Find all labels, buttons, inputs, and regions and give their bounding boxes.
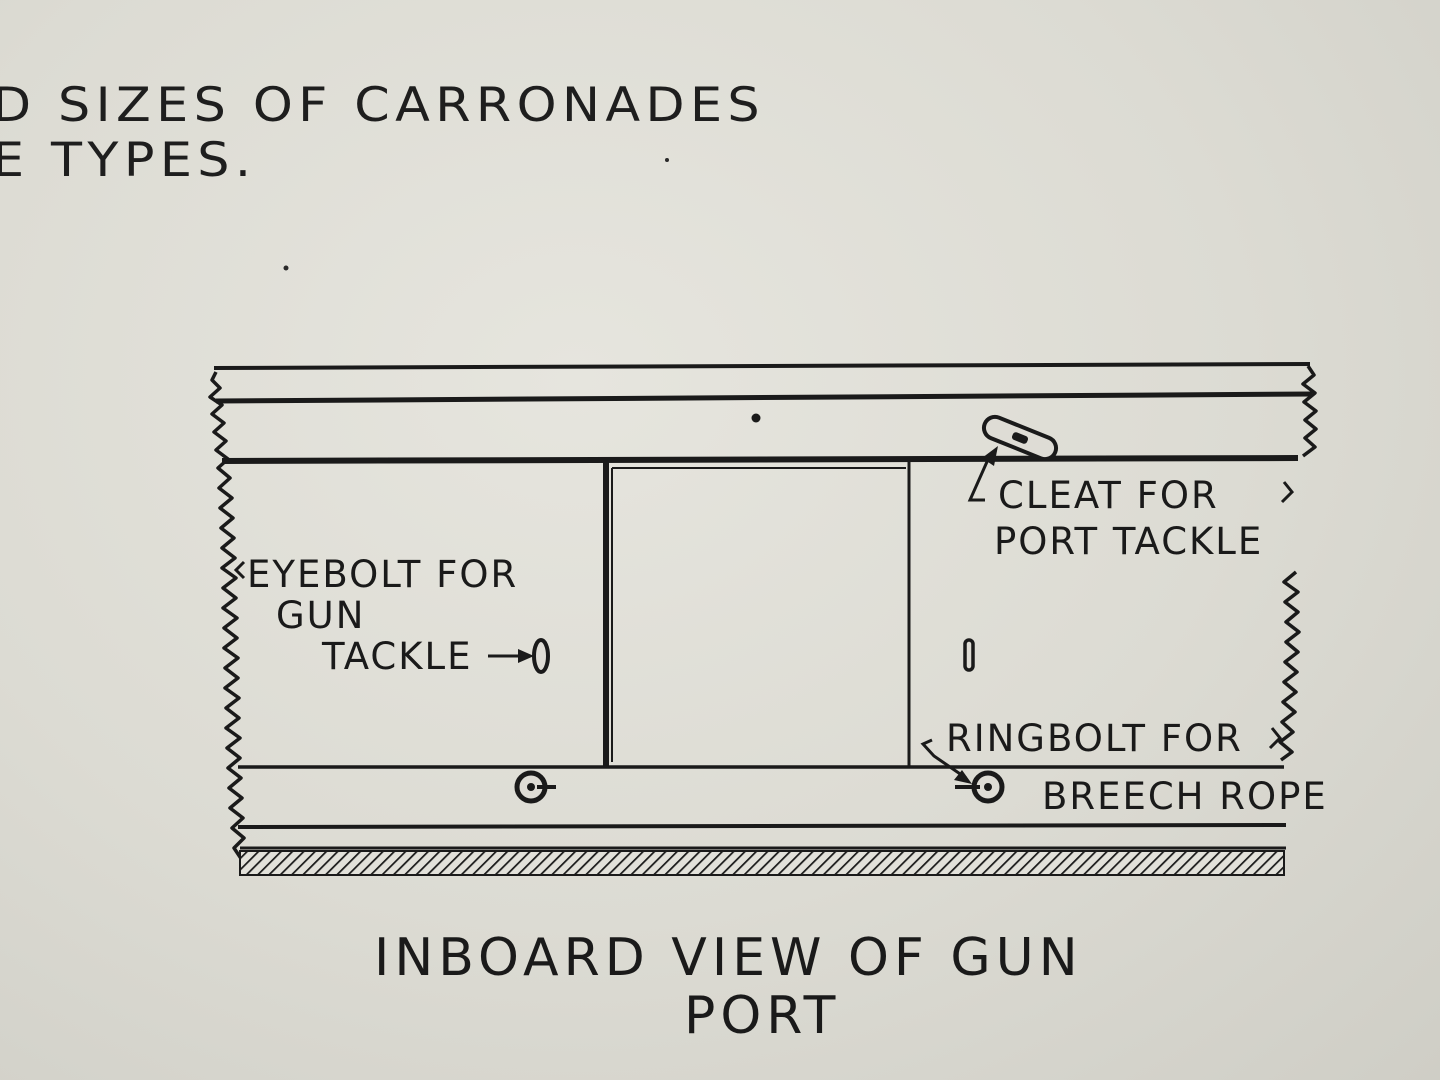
eyebolt-label-brace (233, 560, 246, 580)
bolt-slot-icon (963, 638, 975, 672)
top-plank-line (213, 362, 1311, 370)
right-broken-edge (1301, 365, 1318, 458)
cleat-leader-line (967, 454, 992, 502)
paper-speck (283, 265, 289, 271)
eyebolt-label-line-3: TACKLE (322, 635, 473, 678)
upper-sill-line (221, 455, 1299, 464)
deck-hatching (239, 850, 1285, 876)
eyebolt-label-line-2: GUN (276, 594, 366, 637)
eyebolt-icon (532, 638, 550, 674)
ringbolt-leader-line (920, 738, 967, 780)
top-plank-line-2 (215, 391, 1313, 404)
heading-line-1: D SIZES OF CARRONADES (0, 78, 766, 133)
left-broken-edge (208, 371, 246, 861)
right-broken-edge-lower (1278, 570, 1301, 762)
caption-line-2: PORT (684, 986, 841, 1046)
ringbolt-left-icon (514, 770, 556, 804)
heading-line-2: E TYPES. (0, 133, 257, 188)
ringbolt-arrowhead (954, 770, 972, 784)
ringbolt-label-line-1: RINGBOLT FOR (946, 717, 1243, 760)
ringbolt-label-line-2: BREECH ROPE (1042, 775, 1328, 818)
cleat-label-brace (1280, 481, 1295, 504)
eyebolt-arrowhead (518, 649, 534, 663)
caption-line-1: INBOARD VIEW OF GUN (374, 928, 1083, 988)
cleat-label-line-2: PORT TACKLE (994, 520, 1264, 563)
cleat-arrowhead (982, 446, 998, 466)
cleat-label-line-1: CLEAT FOR (998, 474, 1219, 517)
deck-line (237, 823, 1287, 829)
paper-speck (665, 158, 669, 162)
nail-hole (751, 413, 761, 423)
ringbolt-right-icon (955, 770, 1005, 804)
eyebolt-label-line-1: EYEBOLT FOR (247, 553, 519, 596)
ringbolt-label-brace (1268, 727, 1283, 750)
cleat-icon (981, 414, 1059, 462)
